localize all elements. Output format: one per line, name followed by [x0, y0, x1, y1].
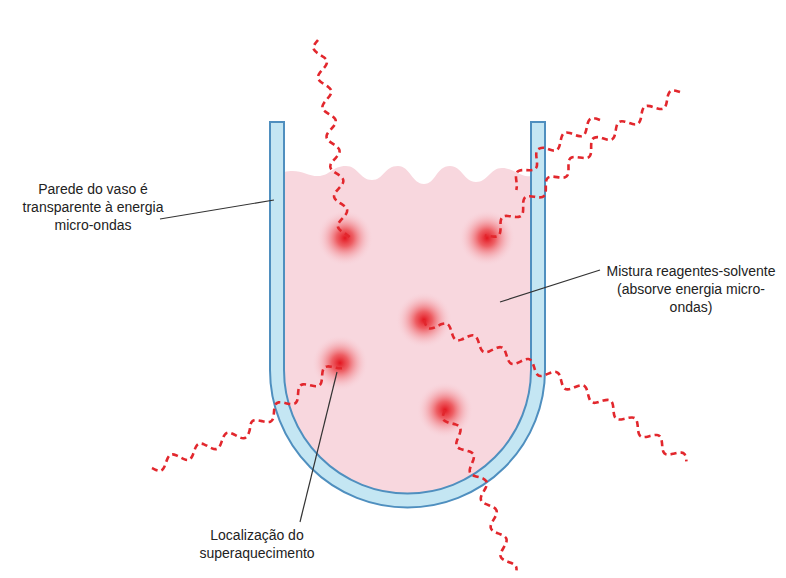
vessel-wall: [270, 122, 545, 508]
leader-lines: [160, 200, 600, 522]
label-text: Localização do superaquecimento: [199, 527, 314, 561]
microwave-ray: [314, 40, 351, 237]
vessel-wall-label: Parede do vaso é transparente à energia …: [18, 180, 168, 234]
superheating-label: Localização do superaquecimento: [182, 526, 332, 562]
microwave-ray: [152, 366, 344, 470]
microwave-rays: [152, 40, 686, 570]
label-text: Parede do vaso é transparente à energia …: [23, 181, 164, 233]
microwave-ray: [485, 90, 680, 236]
microwave-ray: [443, 410, 517, 570]
reaction-mixture: [284, 166, 531, 494]
microwave-ray: [424, 320, 686, 461]
microwave-ray: [516, 118, 600, 190]
label-text: Mistura reagentes-solvente (absorve ener…: [607, 263, 776, 315]
mixture-label: Mistura reagentes-solvente (absorve ener…: [600, 262, 782, 316]
superheating-spots: [312, 210, 515, 438]
